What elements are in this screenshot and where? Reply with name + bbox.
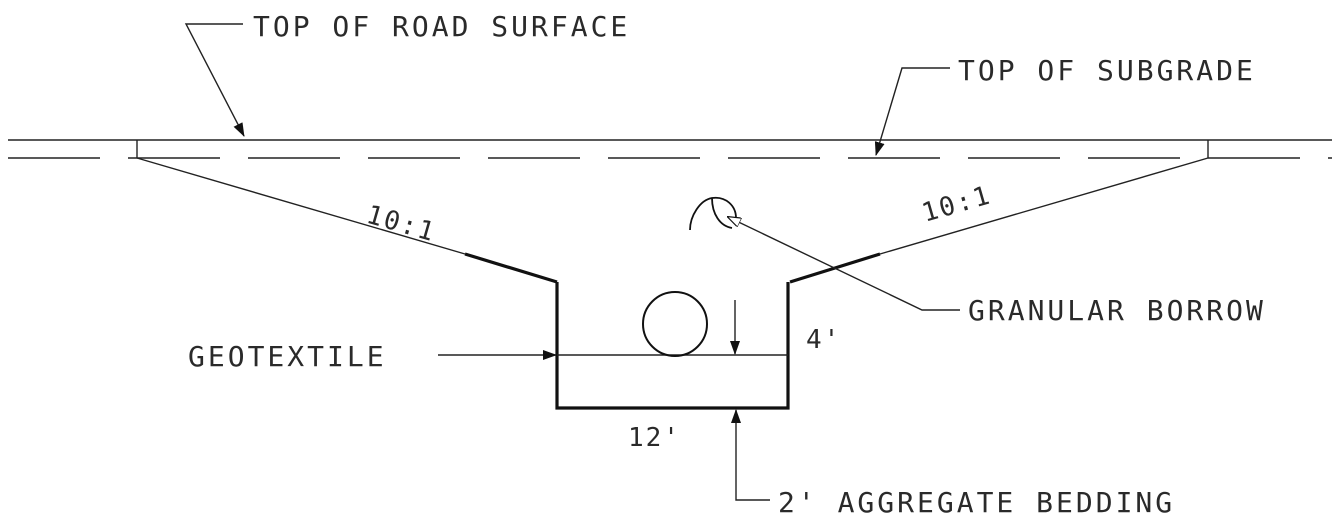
label-top-of-road-surface: TOP OF ROAD SURFACE (253, 10, 630, 43)
slope-label-left: 10:1 (363, 200, 439, 248)
left-slope-geotextile (464, 252, 558, 284)
granular-borrow-leader (728, 217, 960, 311)
left-slope-line (136, 157, 466, 255)
right-slope-line (879, 157, 1209, 255)
pipe-circle (642, 291, 708, 357)
road-surface-leader (184, 23, 245, 137)
depth-label: 4' (806, 325, 841, 355)
aggregate-bedding-leader (731, 409, 770, 501)
slope-label-right: 10:1 (919, 180, 995, 228)
label-granular-borrow: GRANULAR BORROW (968, 294, 1266, 327)
label-geotextile: GEOTEXTILE (188, 340, 387, 373)
label-aggregate-bedding: 2' AGGREGATE BEDDING (778, 486, 1175, 517)
label-top-of-subgrade: TOP OF SUBGRADE (958, 54, 1256, 87)
subgrade-leader (874, 67, 950, 156)
bottom-width-label: 12' (628, 423, 681, 453)
trench-outline (555, 282, 790, 410)
granular-borrow-symbol (689, 196, 737, 231)
